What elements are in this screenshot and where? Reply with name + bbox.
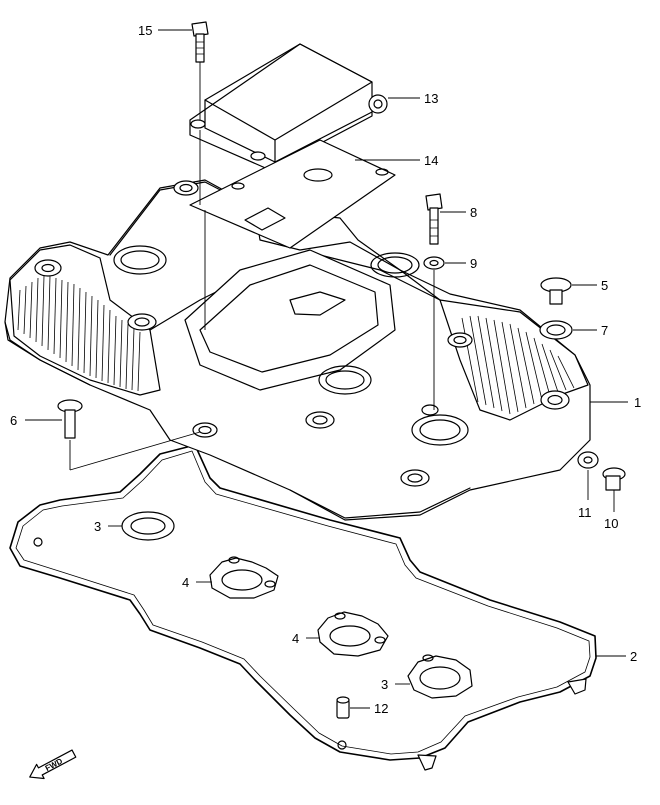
cylinder-head-cover-gasket bbox=[9, 444, 597, 771]
callout-9: 9 bbox=[470, 256, 477, 271]
plug-hole-seal-4-upper bbox=[209, 556, 279, 599]
washer-11 bbox=[577, 451, 599, 469]
callout-4-upper: 4 bbox=[182, 575, 189, 590]
bolt-5 bbox=[540, 277, 572, 305]
callout-11: 11 bbox=[578, 505, 592, 520]
plug-hole-seal-3-bottom bbox=[407, 654, 473, 699]
bolt-8 bbox=[425, 193, 443, 245]
bolt-bosses bbox=[34, 180, 570, 487]
callout-12: 12 bbox=[374, 701, 388, 716]
breather-cover bbox=[189, 43, 388, 171]
washer-9 bbox=[423, 256, 445, 270]
callout-6: 6 bbox=[10, 413, 17, 428]
callout-14: 14 bbox=[424, 153, 438, 168]
leader-lines bbox=[25, 29, 628, 709]
cooling-fins-left bbox=[17, 275, 141, 392]
callout-5: 5 bbox=[601, 278, 608, 293]
callout-7: 7 bbox=[601, 323, 608, 338]
bolt-6 bbox=[57, 399, 83, 439]
plug-hole-seal-3-top bbox=[121, 511, 175, 541]
callout-2: 2 bbox=[630, 649, 637, 664]
dowel-pin-12 bbox=[336, 696, 350, 719]
callout-13: 13 bbox=[424, 91, 438, 106]
seal-washer-7 bbox=[539, 320, 573, 340]
forward-direction-arrow: FWD bbox=[29, 749, 77, 780]
plug-hole-seal-4-lower bbox=[317, 611, 389, 657]
callout-15: 15 bbox=[138, 23, 152, 38]
callout-3-top: 3 bbox=[94, 519, 101, 534]
callout-10: 10 bbox=[604, 516, 618, 531]
callout-8: 8 bbox=[470, 205, 477, 220]
plug-10 bbox=[602, 467, 626, 491]
cooling-fins-right bbox=[461, 315, 575, 415]
assembly-lines bbox=[69, 62, 435, 471]
callout-3-bottom: 3 bbox=[381, 677, 388, 692]
spark-plug-holes bbox=[113, 245, 469, 446]
bolt-15 bbox=[191, 21, 209, 63]
callout-4-lower: 4 bbox=[292, 631, 299, 646]
callout-1: 1 bbox=[634, 395, 641, 410]
cylinder-head-cover bbox=[4, 179, 591, 521]
breather-gasket bbox=[189, 139, 396, 249]
callout-numbers: 15 13 14 8 9 5 7 1 6 11 10 3 4 4 2 3 12 bbox=[10, 23, 641, 716]
